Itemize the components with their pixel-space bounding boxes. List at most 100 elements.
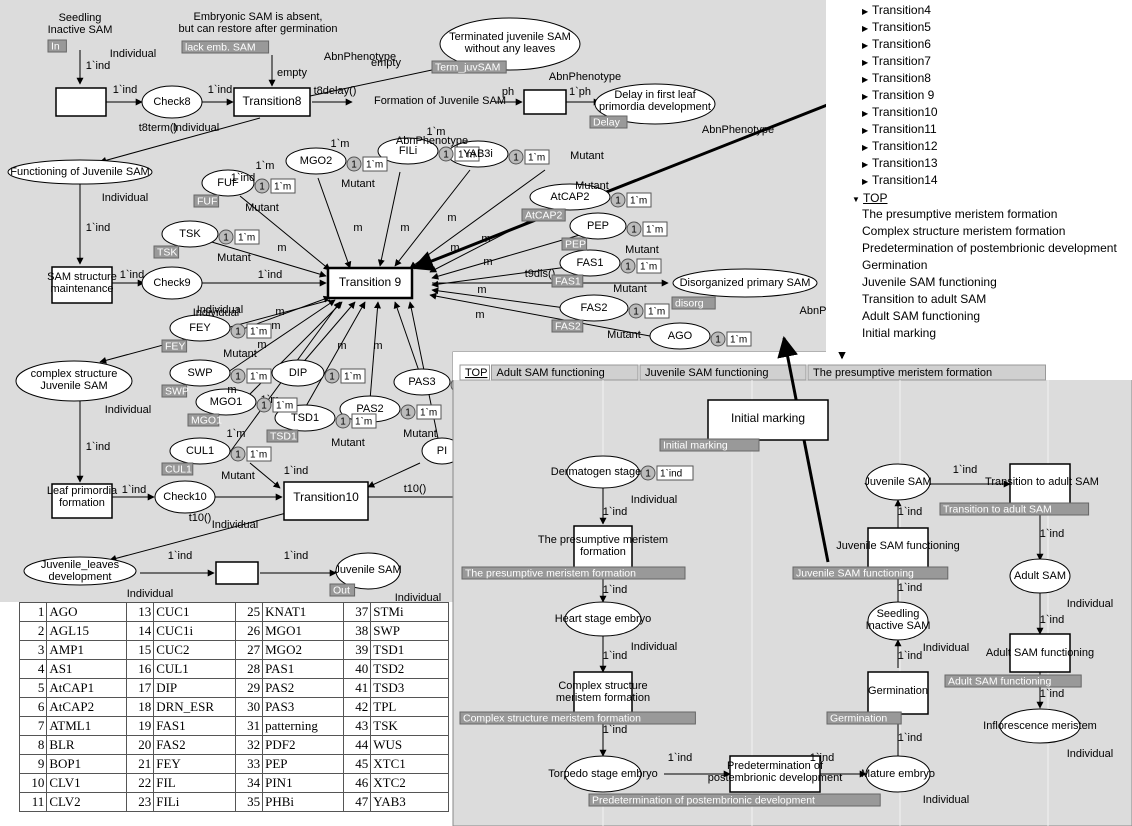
place-juv-sam-out-label: Juvenile SAM [334, 564, 401, 576]
place-gene-fili[interactable] [377, 137, 439, 165]
sub-trans-adult[interactable] [1009, 463, 1071, 505]
transition-empty-2[interactable] [523, 89, 567, 115]
gene-index-cell: 33 [234, 754, 264, 774]
transition-9[interactable] [326, 266, 414, 300]
hierarchy-item[interactable]: ▶Transition7 [862, 54, 931, 69]
sub-presumptive[interactable] [573, 525, 633, 573]
sub-initial-marking[interactable] [707, 399, 829, 441]
hierarchy-item[interactable]: ▶Transition10 [862, 105, 938, 120]
tab-1[interactable] [491, 364, 639, 381]
place-gene-dip[interactable] [271, 359, 325, 387]
sub-juv-sam[interactable] [865, 463, 931, 501]
expand-icon: ▶ [862, 160, 869, 169]
arc-inscription-62: Mutant [331, 437, 365, 449]
sub-torpedo[interactable] [564, 755, 642, 793]
gene-name-cell: CLV2 [46, 792, 127, 812]
hierarchy-item[interactable]: ▶Transition6 [862, 37, 931, 52]
transition-empty-1[interactable] [55, 87, 107, 117]
place-gene-swp-label: SWP [187, 367, 212, 379]
arc-inscription-38: Mutant [341, 178, 375, 190]
place-check10[interactable] [154, 480, 216, 514]
transition-8[interactable] [233, 87, 311, 117]
place-juv-leaves[interactable] [23, 556, 137, 586]
sub-tag-initial: Initial marking [663, 439, 728, 451]
hierarchy-item[interactable]: ▶Transition8 [862, 71, 931, 86]
place-gene-atcap2-label: AtCAP2 [550, 191, 589, 203]
hierarchy-item[interactable]: ▶Transition 9 [862, 88, 934, 103]
hierarchy-subpage[interactable]: Adult SAM functioning [862, 309, 981, 323]
place-gene-ago-label: AGO [668, 330, 693, 342]
tag-out-box [329, 583, 356, 597]
sub-seedling[interactable] [867, 601, 929, 641]
place-func-juv[interactable] [7, 159, 153, 185]
sub-predet[interactable] [729, 755, 821, 793]
place-gene-mgo2[interactable] [285, 147, 347, 175]
place-gene-mgo1[interactable] [195, 388, 257, 416]
hierarchy-subpage[interactable]: Juvenile SAM functioning [862, 275, 997, 289]
place-gene-atcap2[interactable] [529, 183, 611, 211]
sub-juv-func[interactable] [867, 527, 929, 573]
hierarchy-item[interactable]: ▶Transition11 [862, 122, 937, 137]
hierarchy-item[interactable]: ▶Transition5 [862, 20, 931, 35]
arc-inscription-29: Individual [127, 588, 173, 600]
place-terminated[interactable] [439, 17, 581, 71]
hierarchy-item[interactable]: ▶Transition12 [862, 139, 938, 154]
place-check8[interactable] [141, 85, 203, 119]
tab-2[interactable] [639, 364, 807, 381]
tag-gene-cul1-box [161, 462, 194, 476]
gene-cul1-token [230, 446, 246, 462]
sub-complex-label-line-1: meristem formation [556, 692, 650, 704]
place-gene-pas3[interactable] [393, 368, 451, 396]
place-gene-ago[interactable] [649, 322, 711, 350]
place-disorganized[interactable] [672, 268, 818, 298]
place-gene-tsk[interactable] [161, 220, 219, 248]
place-gene-swp[interactable] [169, 359, 231, 387]
gene-tsd1-token [335, 413, 351, 429]
tag-disorg: disorg [675, 297, 704, 309]
place-gene-fas2[interactable] [559, 294, 629, 322]
place-gene-pep[interactable] [569, 212, 627, 240]
hierarchy-subpage[interactable]: Predetermination of postembrionic develo… [862, 241, 1117, 255]
sub-arc-inscription-11: 1`ind [1040, 528, 1064, 540]
hierarchy-subpage[interactable]: The presumptive meristem formation [862, 207, 1058, 221]
hierarchy-subpage[interactable]: Initial marking [862, 326, 937, 340]
tag-gene-atcap2-box [521, 208, 566, 222]
gene-index-cell: 35 [234, 792, 264, 812]
place-gene-fey[interactable] [169, 314, 231, 342]
hierarchy-item[interactable]: ▶Transition13 [862, 156, 938, 171]
transition-leaf-primordia[interactable] [51, 483, 113, 519]
sub-adult-func[interactable] [1009, 633, 1071, 673]
sub-germination[interactable] [867, 671, 929, 715]
place-gene-fas1[interactable] [559, 249, 621, 277]
sub-mature[interactable] [865, 755, 931, 793]
transition-sam-structure[interactable] [51, 266, 113, 304]
hierarchy-item[interactable]: ▶Transition14 [862, 173, 938, 188]
place-complex-juv[interactable] [15, 360, 133, 402]
place-check9[interactable] [141, 266, 203, 300]
arc-inscription-31: Individual [105, 404, 151, 416]
transition-10[interactable] [283, 481, 369, 521]
hierarchy-subpage[interactable]: Transition to adult SAM [862, 292, 987, 306]
sub-adult-sam[interactable] [1009, 558, 1071, 594]
place-seedling-label-line-1: Inactive SAM [48, 24, 113, 36]
hierarchy-top[interactable]: ▼ TOP [852, 191, 888, 205]
place-gene-cul1[interactable] [169, 437, 231, 465]
sub-predet-label-line-1: postembrionic development [708, 772, 843, 784]
sub-inflor[interactable] [999, 708, 1081, 744]
sub-heart[interactable] [564, 601, 642, 637]
arc-inscription-0: 1`ind [86, 60, 110, 72]
gene-pas2-marking: 1`m [420, 407, 437, 419]
sub-dermatogen[interactable] [566, 455, 640, 489]
place-juv-leaves-label-line-1: development [49, 571, 112, 583]
tab-0[interactable] [459, 364, 490, 381]
transition-empty-3[interactable] [215, 561, 259, 585]
place-juv-sam-out[interactable] [335, 552, 401, 590]
hierarchy-item[interactable]: ▶Transition4 [862, 3, 931, 18]
place-gene-fuf[interactable] [201, 169, 255, 197]
hierarchy-subpage[interactable]: Complex structure meristem formation [862, 224, 1066, 238]
hierarchy-subpage[interactable]: Germination [862, 258, 928, 272]
place-delay[interactable] [594, 83, 716, 125]
tab-3[interactable] [807, 364, 1046, 381]
arc-inscription-27: 1`ind [168, 550, 192, 562]
